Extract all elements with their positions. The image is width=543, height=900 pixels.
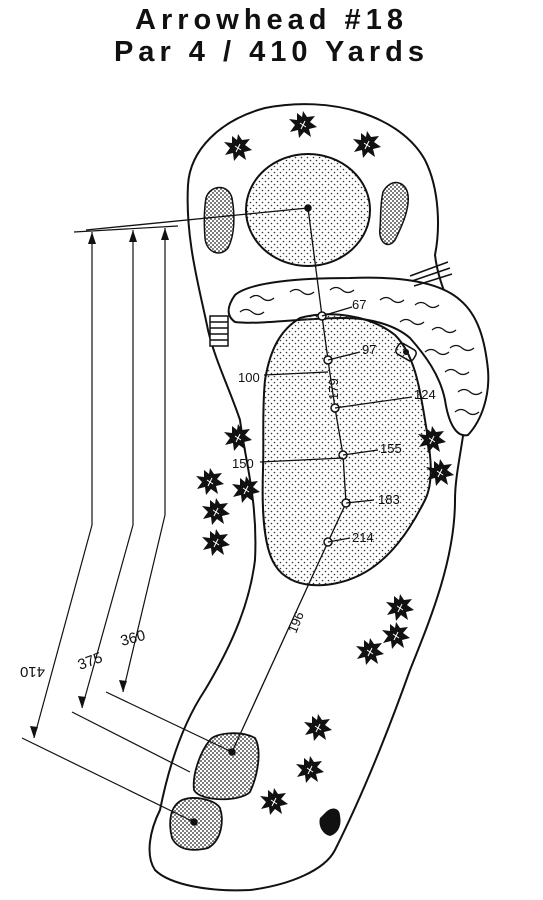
- hole-par-yardage: Par 4 / 410 Yards: [113, 36, 430, 68]
- marker-left-100: 100: [238, 370, 260, 385]
- marker-right-183: 183: [378, 492, 400, 507]
- tee-marker-icon: [319, 808, 341, 836]
- dimension-lines: [21, 225, 233, 823]
- tree-icon: [385, 593, 415, 622]
- bunker-left: [203, 186, 235, 254]
- marker-right-214: 214: [352, 530, 374, 545]
- tree-icon: [201, 528, 231, 557]
- hole-title: Arrowhead #18 Par 4 / 410 Yards: [0, 4, 543, 68]
- tree-icon: [295, 755, 325, 784]
- tree-icon: [231, 475, 261, 504]
- dimension-arrows: [30, 228, 169, 738]
- tree-icon: [352, 130, 382, 159]
- marker-gap-196: 196: [285, 609, 307, 635]
- tee-box-front: [192, 732, 260, 801]
- tree-icon: [381, 621, 411, 650]
- center-line: [85, 207, 347, 753]
- landing-area: [261, 313, 432, 587]
- marker-right-155: 155: [380, 441, 402, 456]
- bunker-right: [379, 181, 409, 246]
- marker-leaders: [259, 306, 413, 543]
- hole-name: Arrowhead #18: [135, 4, 408, 36]
- tree-icon: [259, 787, 289, 816]
- tree-icon: [195, 467, 225, 496]
- water-hazard: [227, 276, 490, 437]
- water-ripples: [239, 286, 483, 416]
- marker-left-150: 150: [232, 456, 254, 471]
- tree-icon: [223, 423, 253, 452]
- distance-410: 410: [20, 663, 45, 680]
- creek: [409, 261, 453, 287]
- marker-gap-179: 179: [326, 378, 341, 400]
- marker-right-124: 124: [414, 387, 436, 402]
- tree-icon: [355, 637, 385, 666]
- distance-375: 375: [76, 649, 105, 674]
- bridge: [209, 315, 229, 347]
- distance-360: 360: [119, 627, 148, 650]
- tree-icon: [201, 497, 231, 526]
- marker-carry-67: 67: [352, 297, 366, 312]
- tree-icon: [288, 110, 318, 139]
- marker-right-97: 97: [362, 342, 376, 357]
- tree-icon: [303, 713, 333, 742]
- tree-icon: [223, 133, 253, 162]
